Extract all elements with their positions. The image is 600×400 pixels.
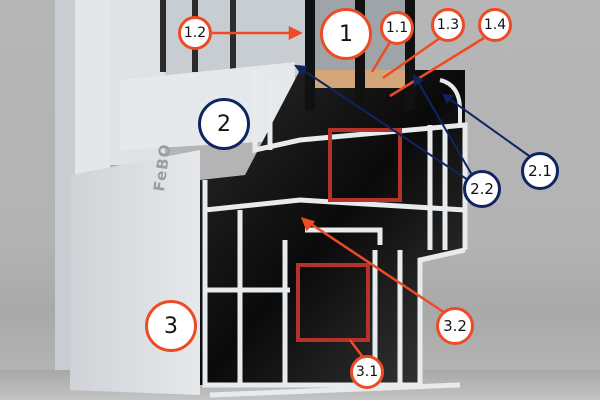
callout-2-1-label: 2.1 xyxy=(528,162,552,180)
callout-3-1: 3.1 xyxy=(350,355,384,389)
callout-3-2: 3.2 xyxy=(436,307,474,345)
frame-steel-reinforcement xyxy=(296,263,370,342)
orange-leader-lines xyxy=(212,25,485,357)
callout-3-1-label: 3.1 xyxy=(355,364,379,380)
callout-1-2: 1.2 xyxy=(178,16,212,50)
callout-1-1: 1.1 xyxy=(380,11,414,45)
callout-1-3-label: 1.3 xyxy=(436,17,460,33)
callout-3: 3 xyxy=(145,300,197,352)
glazing-spacer xyxy=(315,70,355,88)
callout-3-label: 3 xyxy=(164,313,178,339)
callout-2-label: 2 xyxy=(217,111,231,137)
sash-steel-reinforcement xyxy=(328,128,402,202)
callout-1-1-label: 1.1 xyxy=(385,20,409,36)
callout-1: 1 xyxy=(320,8,372,60)
outer-frame-body xyxy=(70,150,245,395)
callout-2-2: 2.2 xyxy=(463,170,501,208)
callout-1-2-label: 1.2 xyxy=(183,25,207,41)
callout-1-4-label: 1.4 xyxy=(483,17,507,33)
callout-1-4: 1.4 xyxy=(478,8,512,42)
callout-3-2-label: 3.2 xyxy=(443,317,467,335)
callout-2: 2 xyxy=(198,98,250,150)
callout-1-label: 1 xyxy=(339,21,353,47)
callout-2-2-label: 2.2 xyxy=(470,180,494,198)
callout-1-3: 1.3 xyxy=(431,8,465,42)
navy-leader-lines xyxy=(293,64,533,181)
profile-walls xyxy=(202,70,468,398)
callout-2-1: 2.1 xyxy=(521,152,559,190)
glazing-spacer xyxy=(365,70,405,88)
